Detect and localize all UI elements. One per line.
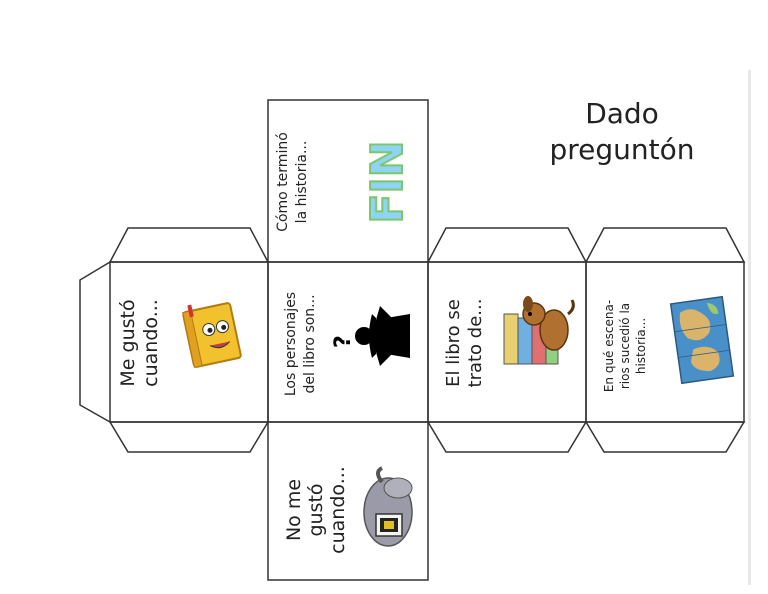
face-bottom-line-2: gustó (305, 483, 327, 537)
face-left-line-2: cuando... (140, 299, 162, 387)
svg-text:FIN: FIN (362, 140, 413, 223)
face-right2-line-2: rios sucedió la (618, 302, 632, 390)
flap-right1-bottom (426, 421, 588, 453)
face-right1-line-2: trato de... (465, 298, 486, 388)
flap-right1-top (426, 227, 588, 263)
page-title: Dado preguntón (532, 96, 712, 168)
glue-tab-left (79, 261, 111, 423)
dog-with-books-icon (503, 296, 575, 365)
face-top-line-1: Cómo terminó (275, 132, 291, 232)
cartoon-book-icon (182, 302, 242, 368)
face-bottom-outline (267, 421, 429, 581)
face-right1-line-1: El libro se (443, 299, 464, 387)
face-right1-text: El libro se trato de... (443, 283, 489, 403)
face-top-line-2: la historia... (294, 140, 310, 224)
title-line-2: preguntón (549, 133, 695, 166)
flap-right2-bottom (584, 421, 746, 453)
flap-left-top (108, 227, 270, 263)
face-bottom-line-3: cuando... (327, 466, 349, 554)
treasure-map-icon (669, 295, 735, 385)
page-edge-shadow (748, 70, 751, 585)
face-top-text: Cómo terminó la historia... (274, 108, 314, 256)
face-bottom-line-1: No me (283, 478, 305, 542)
face-center-text: Los personajes del libro son... (282, 274, 322, 414)
svg-text:?: ? (331, 335, 356, 348)
face-left-text: Me gustó cuando... (117, 283, 163, 403)
face-center-line-1: Los personajes (283, 291, 299, 397)
fin-letters-icon: FIN (361, 139, 414, 224)
flap-right2-top (584, 227, 746, 263)
face-right2-line-1: En qué escena- (602, 299, 616, 393)
face-center-line-2: del libro son... (302, 294, 318, 394)
face-right2-text: En qué escena- rios sucedió la historia.… (601, 281, 649, 411)
face-bottom-text: No me gustó cuando... (283, 455, 351, 565)
title-line-1: Dado (585, 97, 659, 130)
face-left-line-1: Me gustó (117, 299, 139, 387)
face-right2-line-3: historia... (634, 317, 648, 375)
flap-left-bottom (108, 421, 270, 453)
reading-elephant-icon (363, 466, 413, 547)
character-silhouette-icon: ? (331, 306, 410, 366)
